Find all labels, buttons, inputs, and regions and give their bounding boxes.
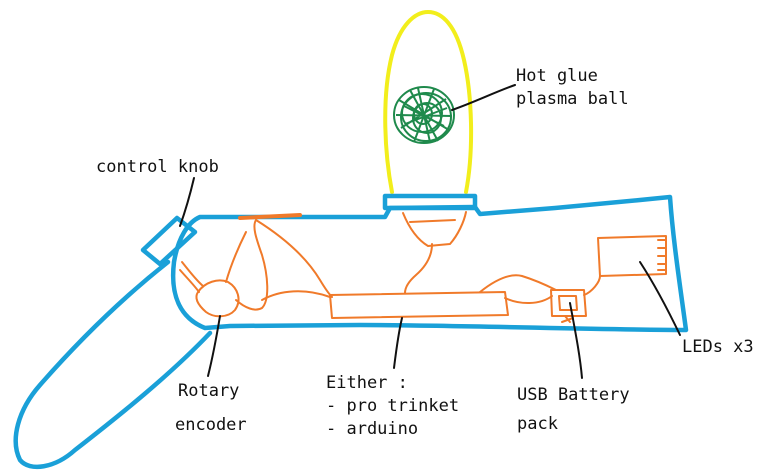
labels: Hot glue plasma ball control knob Rotary…	[96, 66, 754, 439]
leader-battery	[569, 302, 583, 379]
leader-leds	[639, 261, 681, 336]
glass-dome	[383, 10, 474, 194]
handle-grip	[13, 259, 213, 469]
label-battery-line-1: USB Battery	[517, 385, 630, 405]
dome-socket	[402, 211, 467, 247]
callout-lines	[179, 84, 681, 379]
label-battery-line-2: pack	[517, 414, 558, 434]
label-board-line-2: - pro trinket	[326, 396, 459, 416]
leader-plasma-ball	[451, 84, 516, 111]
label-hot-glue-line-2: plasma ball	[516, 89, 629, 109]
usb-battery-pack	[550, 289, 587, 317]
microcontroller-board	[329, 291, 509, 319]
leader-board	[393, 317, 403, 369]
label-rotary-line-1: Rotary	[178, 381, 239, 401]
label-rotary-line-2: encoder	[175, 415, 247, 435]
top-strip	[238, 213, 302, 220]
barrel-body	[170, 194, 689, 333]
label-board-line-3: - arduino	[326, 419, 418, 439]
label-hot-glue-line-1: Hot glue	[516, 66, 598, 86]
plasma-ball	[393, 86, 455, 144]
dome-base	[382, 193, 478, 211]
rotary-encoder	[195, 279, 240, 318]
leader-rotary-encoder	[207, 315, 221, 377]
control-knob-outline	[140, 215, 198, 267]
led-block	[597, 235, 667, 277]
label-leds: LEDs x3	[682, 337, 754, 357]
wiring	[179, 211, 667, 323]
leader-control-knob	[179, 177, 195, 227]
label-control-knob: control knob	[96, 157, 219, 177]
label-board-line-1: Either :	[326, 373, 408, 393]
blaster-housing	[13, 193, 689, 469]
